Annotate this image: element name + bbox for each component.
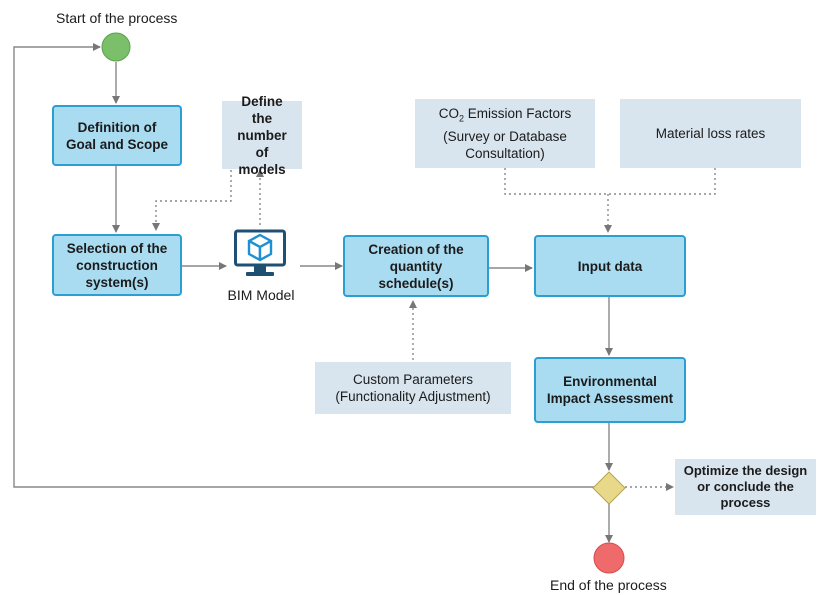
custom-parameters-note: Custom Parameters (Functionality Adjustm… (315, 362, 511, 414)
input-data-node[interactable]: Input data (534, 235, 686, 297)
start-label: Start of the process (56, 9, 178, 26)
assoc-loss-to-input (608, 168, 716, 195)
assoc-co2-to-input (504, 168, 608, 195)
flow-gateway-loop-back (13, 43, 594, 488)
co2-subscript: 2 (458, 113, 464, 124)
co2-factors-title: Emission Factors (463, 106, 572, 122)
co2-prefix: CO (438, 106, 459, 122)
bim-model-label: BIM Model (227, 286, 295, 303)
goal-scope-node[interactable]: Definition of Goal and Scope (52, 105, 182, 166)
quantity-schedule-node[interactable]: Creation of the quantity schedule(s) (343, 235, 489, 297)
assoc-models-to-selection (152, 170, 232, 231)
decision-gateway (592, 471, 626, 505)
co2-factors-detail: (Survey or Database Consultation) (443, 128, 567, 161)
end-event (593, 542, 625, 574)
models-note: Define the number of models (222, 94, 302, 177)
monitor-cube-icon[interactable] (234, 228, 286, 280)
start-event (101, 32, 131, 62)
impact-assessment-node[interactable]: Environmental Impact Assessment (534, 357, 686, 423)
construction-system-node[interactable]: Selection of the construction system(s) (52, 234, 182, 296)
optimize-note: Optimize the design or conclude the proc… (675, 459, 816, 515)
co2-factors-note: CO2 Emission Factors (Survey or Database… (415, 99, 595, 168)
material-loss-note: Material loss rates (620, 99, 801, 168)
end-label: End of the process (550, 576, 667, 593)
